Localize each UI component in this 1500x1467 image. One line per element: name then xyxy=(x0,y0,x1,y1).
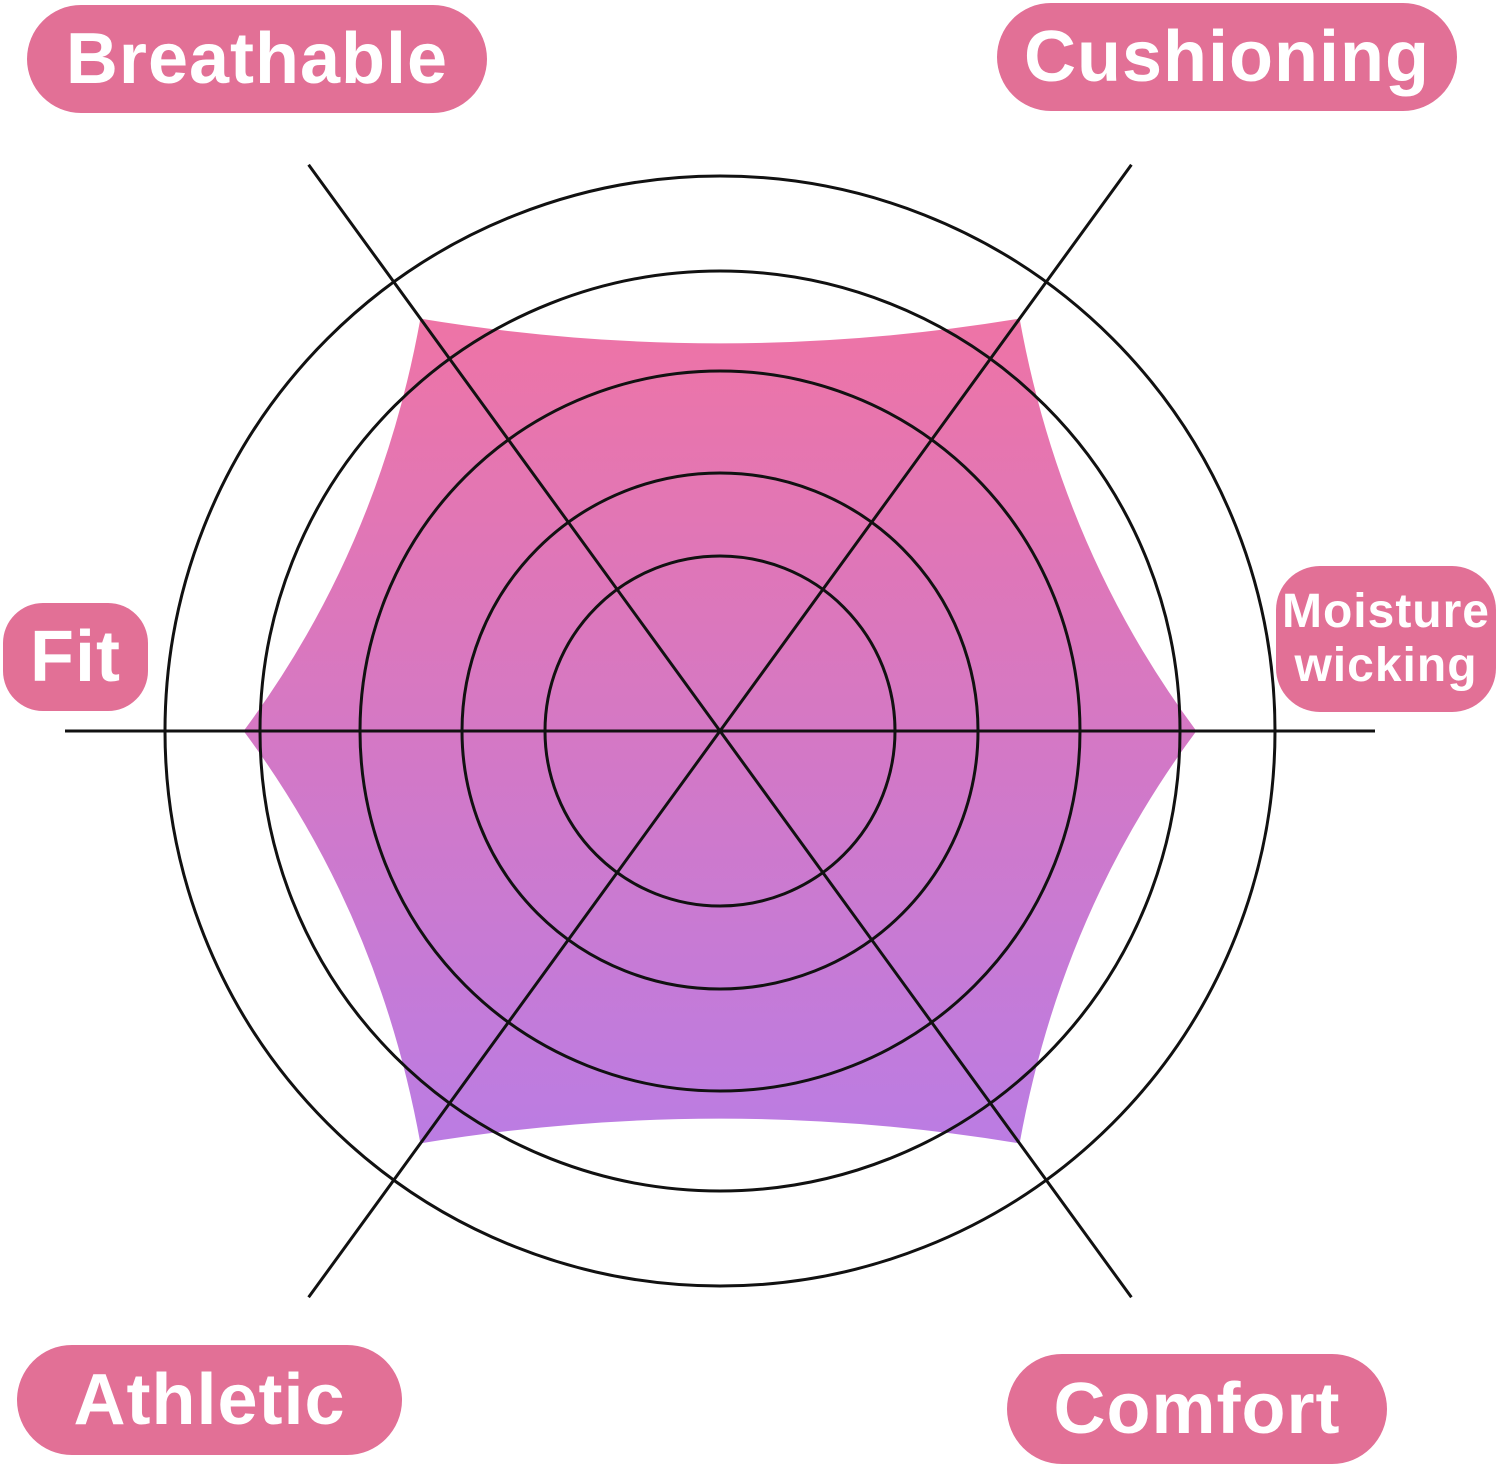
radar-axis-4 xyxy=(307,730,722,1299)
axis-label-moisture-wicking: Moisture wicking xyxy=(1276,566,1496,712)
radar-axis-1 xyxy=(718,163,1133,732)
axis-label-cushioning: Cushioning xyxy=(997,3,1457,111)
radar-axis-3 xyxy=(718,730,1133,1299)
axis-label-breathable: Breathable xyxy=(27,5,487,113)
axis-label-fit: Fit xyxy=(3,603,148,711)
axis-label-athletic: Athletic xyxy=(17,1345,402,1455)
axis-label-comfort: Comfort xyxy=(1007,1354,1387,1464)
radar-axis-6 xyxy=(307,163,722,732)
